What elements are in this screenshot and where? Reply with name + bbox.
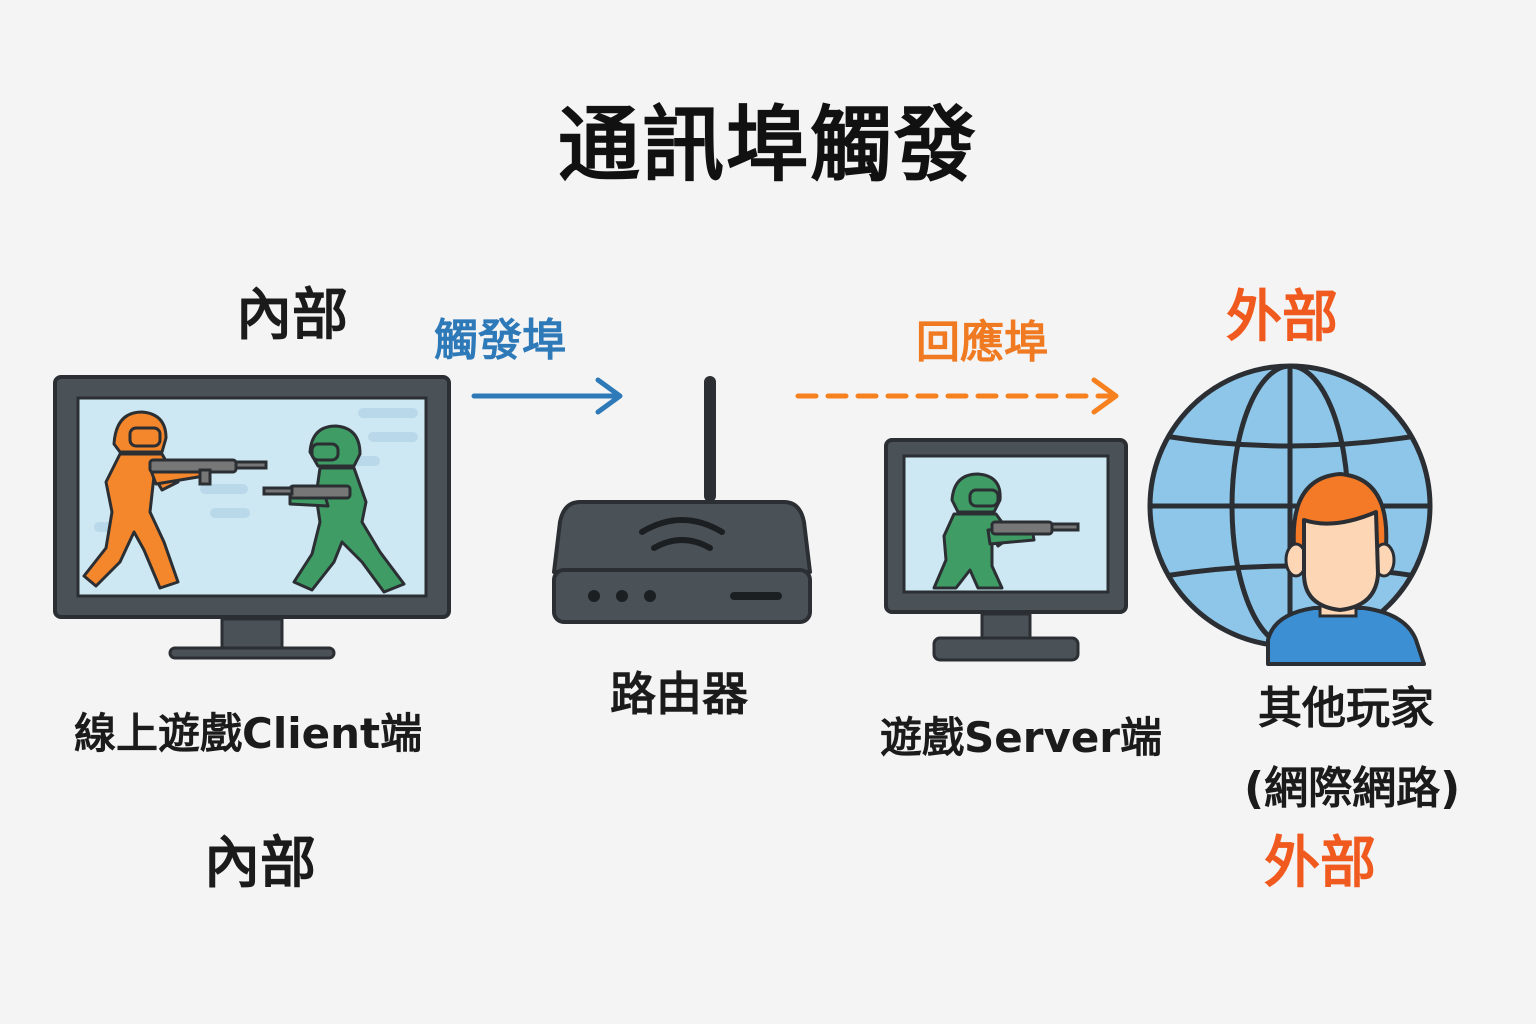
internal-label-bottom: 內部 [204, 831, 316, 896]
router-label: 路由器 [610, 667, 748, 721]
client-label: 線上遊戲Client端 [74, 709, 423, 758]
server-monitor-icon [884, 438, 1128, 662]
router-icon [552, 376, 812, 624]
server-label: 遊戲Server端 [880, 713, 1163, 762]
internet-label: (網際網路) [1244, 763, 1461, 814]
response-arrow [795, 377, 1119, 415]
client-monitor-icon [53, 375, 451, 660]
internal-label-top: 內部 [236, 283, 348, 348]
external-label-top: 外部 [1226, 285, 1338, 350]
page-title: 通訊埠觸發 [557, 98, 978, 193]
person-icon [1266, 472, 1426, 666]
globe-icon [1147, 363, 1433, 666]
trigger-arrow [471, 377, 623, 415]
trigger-port-label: 觸發埠 [434, 315, 566, 366]
rifle-icon [990, 520, 1080, 536]
response-port-label: 回應埠 [916, 317, 1048, 368]
rifle-icon [148, 458, 268, 486]
other-players-label: 其他玩家 [1258, 683, 1434, 734]
external-label-bottom: 外部 [1264, 831, 1376, 896]
